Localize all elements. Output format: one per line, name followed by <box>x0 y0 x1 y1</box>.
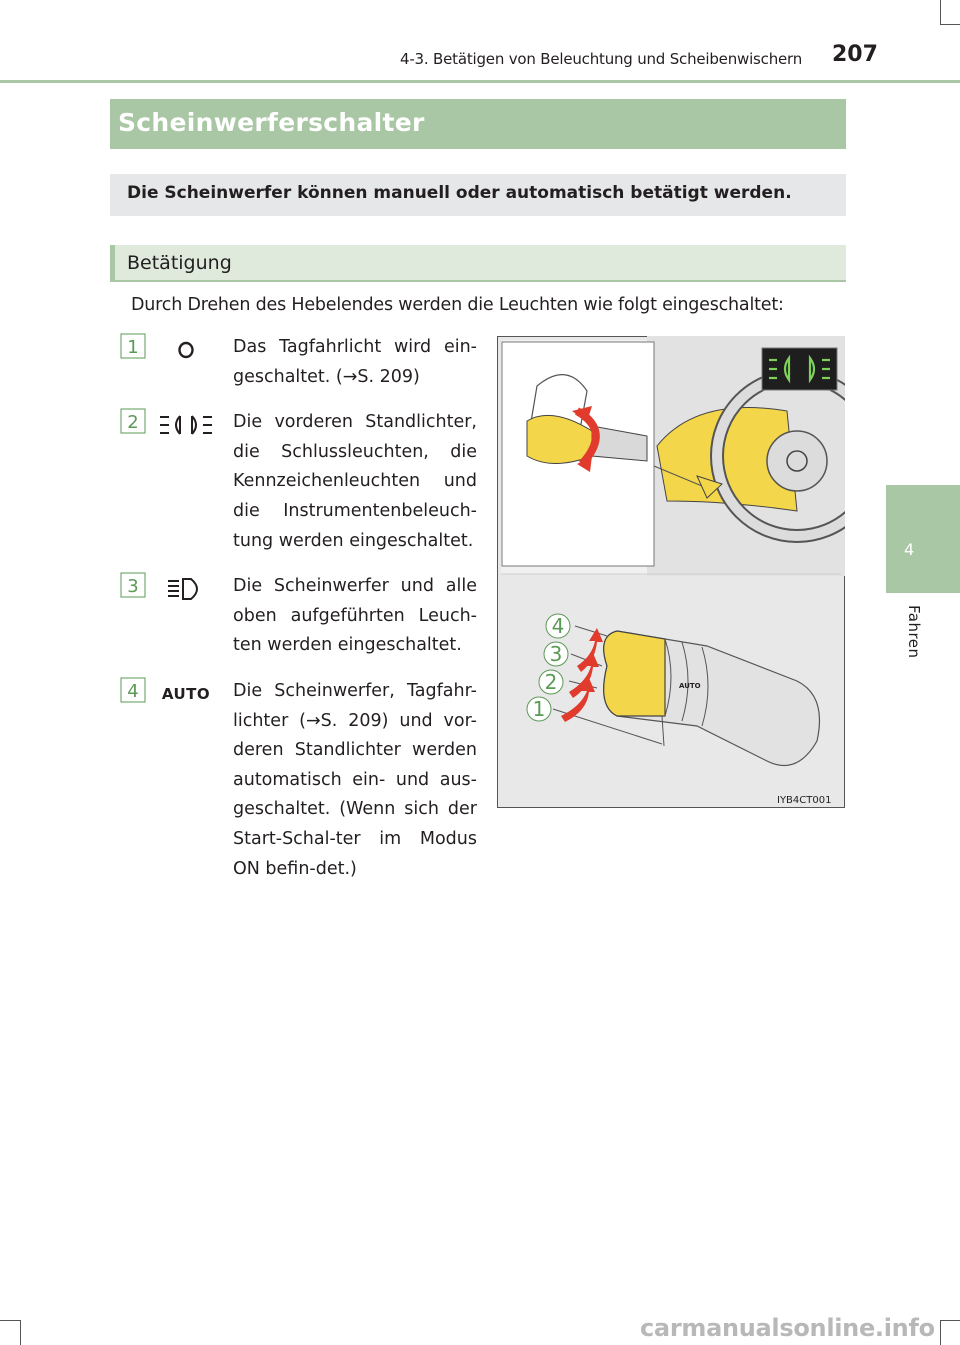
page-number: 207 <box>832 42 878 67</box>
crop-mark <box>940 1320 960 1321</box>
list-item: 3 Die Scheinwerfer und alle oben aufgefü… <box>110 572 480 661</box>
item-number: 3 <box>120 572 146 598</box>
figure-code: IYB4CT001 <box>777 795 831 806</box>
item-number: 1 <box>120 333 146 359</box>
svg-text:2: 2 <box>127 412 138 433</box>
list-item: 1 Das Tagfahrlicht wird ein-geschaltet. … <box>110 333 480 392</box>
item-number: 4 <box>120 677 146 703</box>
indicator-parking-lights-icon <box>769 354 830 384</box>
auto-icon: AUTO <box>158 681 214 707</box>
svg-text:3: 3 <box>550 642 563 666</box>
daytime-running-light-icon <box>158 337 214 363</box>
subsection-title: Betätigung <box>127 252 232 274</box>
item-description: Die Scheinwerfer und alle oben aufgeführ… <box>233 576 477 656</box>
svg-text:3: 3 <box>127 576 138 597</box>
footer-brand: carmanualsonline.info <box>640 1314 935 1342</box>
headlight-switch-figure: AUTO 4 3 2 1 IYB4CT001 <box>497 336 884 808</box>
svg-text:2: 2 <box>545 670 558 694</box>
item-description: Das Tagfahrlicht wird ein-geschaltet. (→… <box>233 337 477 387</box>
crop-mark <box>940 1320 941 1345</box>
headlight-icon <box>158 576 214 602</box>
item-description: Die vorderen Standlichter, die Schlussle… <box>233 412 477 551</box>
lead-text: Durch Drehen des Hebelendes werden die L… <box>131 295 784 315</box>
crop-mark <box>20 1320 21 1345</box>
list-item: 2 Die vorderen Standlichter, die Schluss… <box>110 408 480 556</box>
svg-text:4: 4 <box>552 614 565 638</box>
list-item: 4 AUTO Die Scheinwerfer, Tagfahr-lichter… <box>110 677 480 884</box>
header-divider <box>0 80 960 83</box>
crop-mark <box>0 1320 20 1321</box>
section-banner: Scheinwerferschalter <box>110 99 846 149</box>
switch-position-list: 1 Das Tagfahrlicht wird ein-geschaltet. … <box>110 333 480 900</box>
auto-label: AUTO <box>161 684 211 703</box>
item-description: Die Scheinwerfer, Tagfahr-lichter (→S. 2… <box>233 680 477 879</box>
chapter-tab <box>886 485 960 593</box>
parking-lights-icon <box>158 412 214 438</box>
svg-text:1: 1 <box>127 337 138 358</box>
svg-text:1: 1 <box>533 697 546 721</box>
chapter-tab-number: 4 <box>904 540 915 559</box>
chapter-tab-label: Fahren <box>905 605 923 659</box>
section-title: Scheinwerferschalter <box>118 108 425 137</box>
subsection-banner: Betätigung <box>110 245 846 282</box>
crop-mark <box>940 24 960 25</box>
intro-text: Die Scheinwerfer können manuell oder aut… <box>127 183 792 203</box>
svg-text:4: 4 <box>127 681 138 702</box>
item-number: 2 <box>120 408 146 434</box>
crop-mark <box>940 0 941 24</box>
svg-text:AUTO: AUTO <box>679 682 701 690</box>
intro-box: Die Scheinwerfer können manuell oder aut… <box>110 174 846 216</box>
chapter-title: 4-3. Betätigen von Beleuchtung und Schei… <box>400 50 803 68</box>
